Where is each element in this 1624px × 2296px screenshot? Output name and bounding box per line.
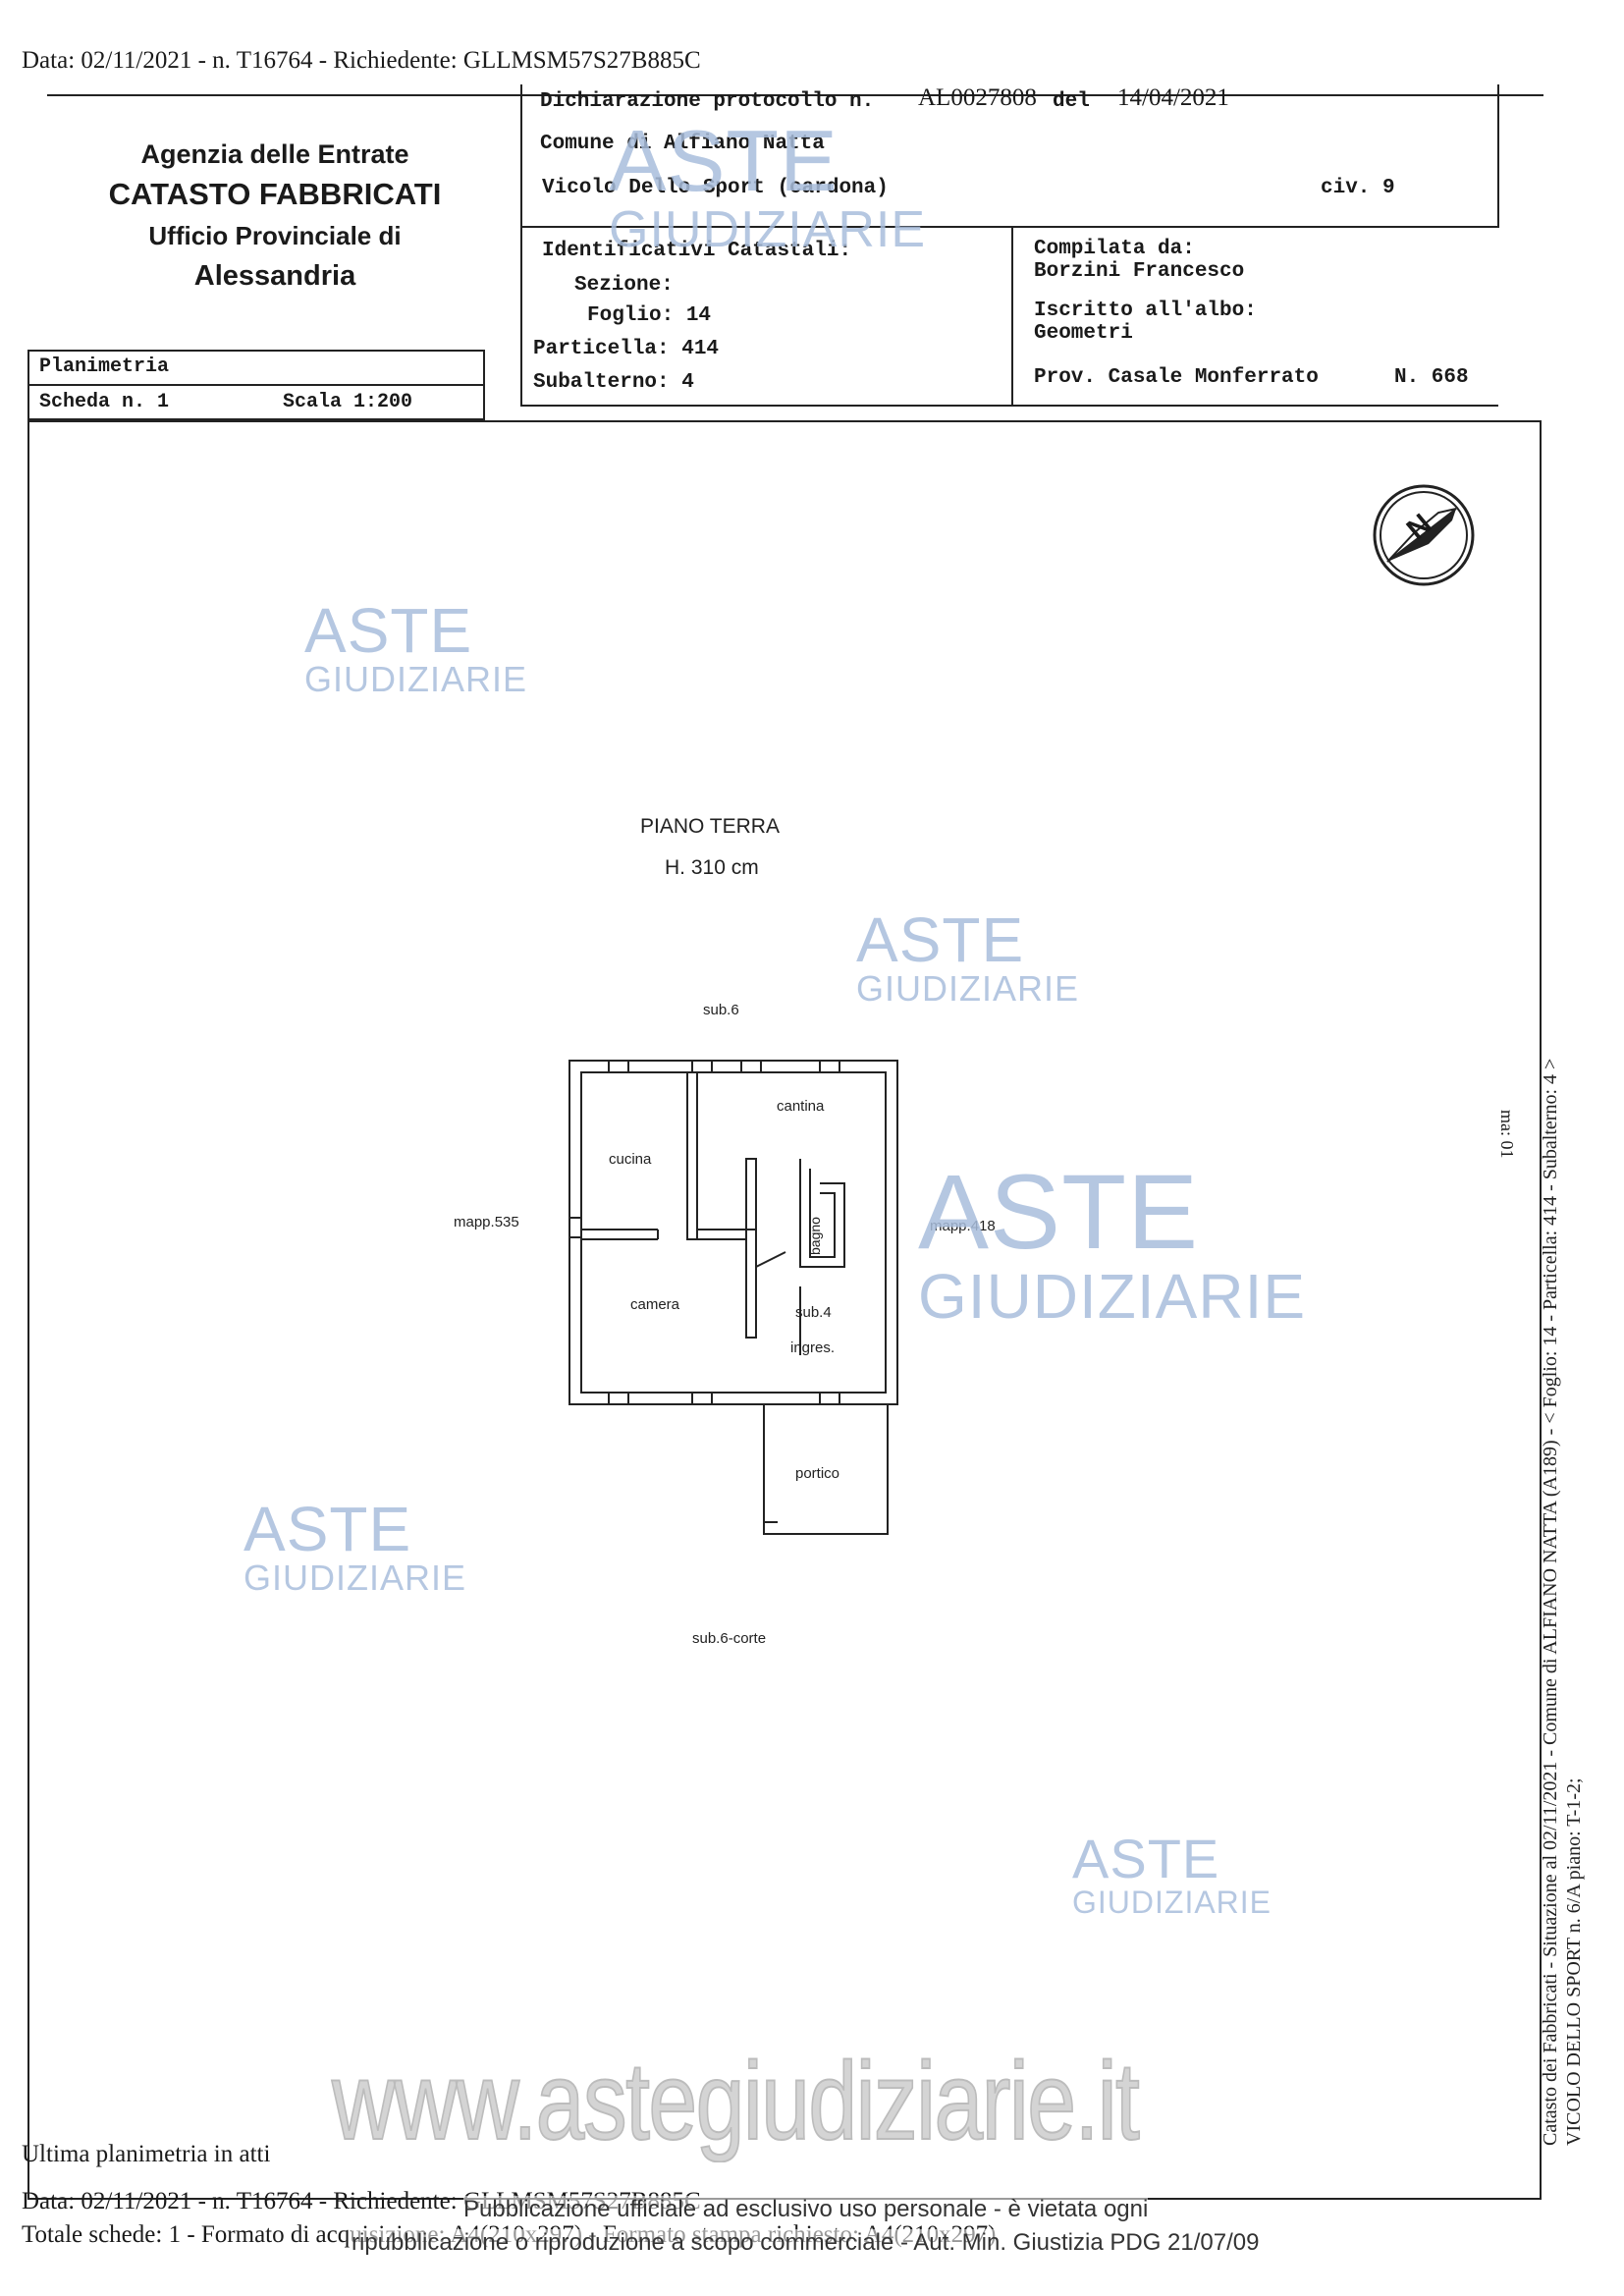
side-text-line2: VICOLO DELLO SPORT n. 6/A piano: T-1-2; bbox=[1563, 1777, 1585, 2146]
particella: Particella: 414 bbox=[533, 338, 720, 360]
compilata-name: Borzini Francesco bbox=[1034, 260, 1245, 283]
compilata-title: Compilata da: bbox=[1034, 238, 1195, 260]
protocol-label: Dichiarazione protocollo n. bbox=[540, 90, 875, 113]
planimetria-divider bbox=[29, 384, 483, 386]
prov-label: Prov. Casale Monferrato bbox=[1034, 366, 1319, 389]
floor-plan bbox=[568, 1060, 898, 1535]
watermark-giudiziarie: GIUDIZIARIE bbox=[244, 1558, 467, 1598]
scala-label: Scala 1:200 bbox=[283, 391, 413, 413]
footer-pub1: Pubblicazione ufficiale ad esclusivo uso… bbox=[463, 2196, 1149, 2223]
identificativi-title: Identificativi Catastali: bbox=[542, 240, 852, 262]
label-mapp418: mapp.418 bbox=[930, 1218, 996, 1234]
watermark-aste: ASTE bbox=[856, 904, 1025, 975]
label-mapp535: mapp.535 bbox=[454, 1214, 519, 1230]
prov-number: N. 668 bbox=[1394, 366, 1469, 389]
watermark-aste: ASTE bbox=[304, 595, 473, 666]
header-bottom-border bbox=[520, 405, 1498, 407]
plan-title: PIANO TERRA bbox=[640, 815, 780, 838]
iscritto-label: Iscritto all'albo: bbox=[1034, 300, 1257, 322]
watermark-header: ASTE GIUDIZIARIE bbox=[609, 112, 927, 258]
header-divider-right bbox=[1497, 84, 1499, 228]
agency-catasto: CATASTO FABBRICATI bbox=[108, 177, 442, 211]
scheda-label: Scheda n. 1 bbox=[39, 391, 170, 413]
sezione: Sezione: bbox=[574, 274, 674, 297]
agency-block: Agenzia delle Entrate CATASTO FABBRICATI… bbox=[79, 136, 471, 297]
subalterno: Subalterno: 4 bbox=[533, 371, 694, 394]
watermark-url: www.astegiudiziarie.it bbox=[331, 2039, 1141, 2163]
label-camera: camera bbox=[630, 1296, 680, 1313]
label-sub4: sub.4 bbox=[795, 1304, 832, 1321]
watermark-giudiziarie: GIUDIZIARIE bbox=[304, 659, 528, 699]
label-bagno: bagno bbox=[807, 1217, 823, 1255]
planimetria-label: Planimetria bbox=[39, 355, 170, 378]
watermark-aste: ASTE bbox=[609, 112, 839, 209]
label-cucina: cucina bbox=[609, 1151, 652, 1168]
watermark-4: ASTE GIUDIZIARIE bbox=[244, 1498, 466, 1596]
albo-value: Geometri bbox=[1034, 322, 1133, 345]
protocol-number: AL0027808 bbox=[918, 84, 1037, 111]
planimetria-box: Planimetria Scheda n. 1 Scala 1:200 bbox=[27, 350, 485, 420]
north-arrow: N bbox=[1370, 481, 1478, 589]
watermark-giudiziarie: GIUDIZIARIE bbox=[609, 201, 927, 258]
agency-office: Ufficio Provinciale di bbox=[148, 221, 402, 250]
watermark-3: ASTE GIUDIZIARIE bbox=[918, 1152, 1307, 1332]
watermark-giudiziarie: GIUDIZIARIE bbox=[856, 968, 1080, 1009]
header-divider-mid bbox=[520, 226, 1499, 228]
agency-province: Alessandria bbox=[193, 260, 356, 292]
header-divider-left bbox=[520, 84, 522, 407]
footer-pub2: ripubblicazione o riproduzione a scopo c… bbox=[352, 2229, 1260, 2257]
plan-height: H. 310 cm bbox=[665, 856, 759, 879]
watermark-aste: ASTE bbox=[1072, 1828, 1220, 1889]
protocol-date: 14/04/2021 bbox=[1117, 84, 1229, 111]
agency-name: Agenzia delle Entrate bbox=[140, 139, 409, 169]
address: Vicolo Dello Sport (cardona) bbox=[542, 177, 889, 199]
header-divider-comp bbox=[1011, 226, 1013, 407]
label-portico: portico bbox=[795, 1465, 840, 1482]
watermark-5: ASTE GIUDIZIARIE bbox=[1072, 1828, 1272, 1920]
top-request-line: Data: 02/11/2021 - n. T16764 - Richieden… bbox=[22, 47, 701, 74]
watermark-aste: ASTE bbox=[918, 1152, 1200, 1271]
watermark-giudiziarie: GIUDIZIARIE bbox=[1072, 1885, 1272, 1920]
watermark-1: ASTE GIUDIZIARIE bbox=[304, 599, 527, 697]
label-sub6: sub.6 bbox=[703, 1002, 739, 1018]
watermark-2: ASTE GIUDIZIARIE bbox=[856, 908, 1079, 1007]
foglio: Foglio: 14 bbox=[587, 304, 712, 327]
side-stamp: ma: 01 bbox=[1497, 1110, 1517, 1159]
label-ingres: ingres. bbox=[790, 1339, 836, 1356]
side-text-line1: Catasto dei Fabbricati - Situazione al 0… bbox=[1540, 1058, 1561, 2146]
north-arrow-icon bbox=[1373, 484, 1475, 586]
protocol-del: del bbox=[1053, 90, 1090, 113]
header-top-border bbox=[47, 94, 1543, 96]
footer-ultima: Ultima planimetria in atti bbox=[22, 2141, 271, 2167]
comune: Comune di Alfiano Natta bbox=[540, 133, 825, 155]
civico: civ. 9 bbox=[1321, 177, 1395, 199]
watermark-giudiziarie: GIUDIZIARIE bbox=[918, 1261, 1307, 1332]
watermark-aste: ASTE bbox=[244, 1494, 412, 1564]
label-corte: sub.6-corte bbox=[692, 1630, 767, 1647]
label-cantina: cantina bbox=[777, 1098, 825, 1115]
